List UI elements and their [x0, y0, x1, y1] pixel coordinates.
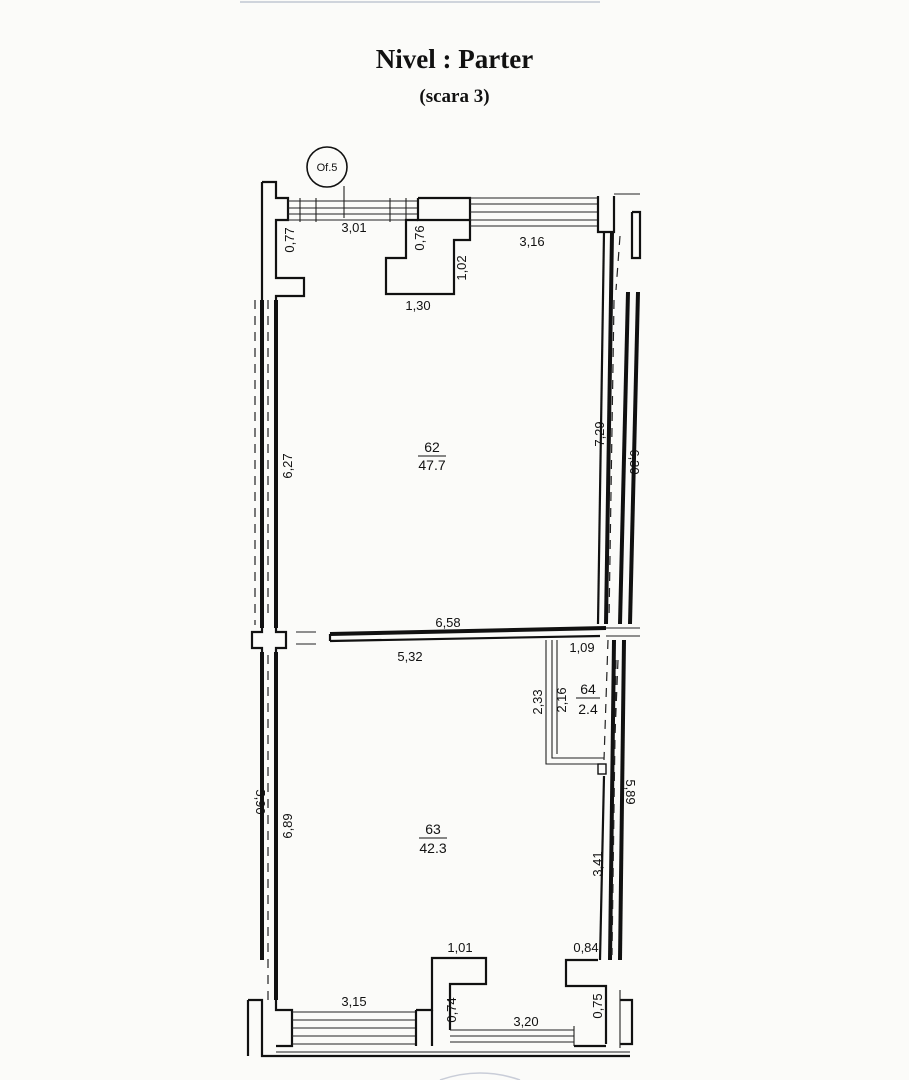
plan-subtitle: (scara 3) — [419, 86, 490, 107]
room-62-number: 62 — [424, 439, 440, 455]
dim-top-right-window: 3,16 — [519, 234, 544, 249]
marker-label: Of.5 — [317, 162, 338, 174]
dim-top-recess-side: 0,76 — [412, 225, 427, 250]
dim-top-window: 3,01 — [341, 220, 366, 235]
room-62-label: 62 47.7 — [418, 439, 446, 473]
dim-left-outer-lower: 5,90 — [253, 789, 268, 814]
reference-dashes — [267, 300, 619, 761]
closet-walls — [545, 640, 607, 775]
divider-wall — [296, 626, 640, 645]
dim-closet-height-inner: 2,16 — [554, 687, 569, 712]
room-63-label: 63 42.3 — [419, 821, 447, 856]
right-wall — [564, 210, 642, 1048]
marker-circle — [306, 146, 348, 188]
dim-bottom-left-window: 3,15 — [341, 994, 366, 1009]
room-63-number: 63 — [425, 821, 441, 837]
dim-bottom-right-side: 0,75 — [590, 993, 605, 1018]
dim-closet-width: 1,09 — [569, 640, 594, 655]
dim-left-wall-lower: 6,89 — [280, 813, 295, 838]
room-64-area: 2.4 — [578, 701, 598, 717]
stamp-arc — [439, 1072, 521, 1080]
office-marker: Of.5 — [306, 146, 348, 218]
bottom-wall — [276, 956, 630, 1058]
dim-right-outer-lower: 5,89 — [623, 779, 638, 804]
dim-divider-lower: 5,32 — [397, 649, 422, 664]
left-wall — [246, 180, 306, 1058]
room-63-area: 42.3 — [419, 840, 446, 856]
dim-right-outer-upper: 6,30 — [627, 449, 642, 474]
dim-right-wall-lower: 3,41 — [590, 851, 605, 876]
room-64-label: 64 2.4 — [576, 681, 600, 717]
dim-bottom-right-pier: 0,84 — [573, 940, 598, 955]
dim-divider-length: 6,58 — [435, 615, 460, 630]
top-wall — [288, 193, 640, 296]
dimension-labels: 3,01 3,16 1,30 6,58 5,32 1,09 1,01 0,84 … — [253, 220, 642, 1029]
dim-bottom-recess-depth: 0,74 — [444, 997, 459, 1022]
dim-bottom-window: 3,20 — [513, 1014, 538, 1029]
plan-title: Nivel : Parter — [375, 44, 534, 74]
dim-top-left-pier: 0,77 — [282, 227, 297, 252]
dim-right-wall-upper: 7,29 — [592, 421, 607, 446]
dim-left-wall-upper: 6,27 — [280, 453, 295, 478]
dim-top-recess-width: 1,30 — [405, 298, 430, 313]
room-62-area: 47.7 — [418, 457, 445, 473]
room-64-number: 64 — [580, 681, 596, 697]
dim-closet-height-outer: 2,33 — [530, 689, 545, 714]
dim-top-recess-depth: 1,02 — [454, 255, 469, 280]
dim-bottom-recess-width: 1,01 — [447, 940, 472, 955]
